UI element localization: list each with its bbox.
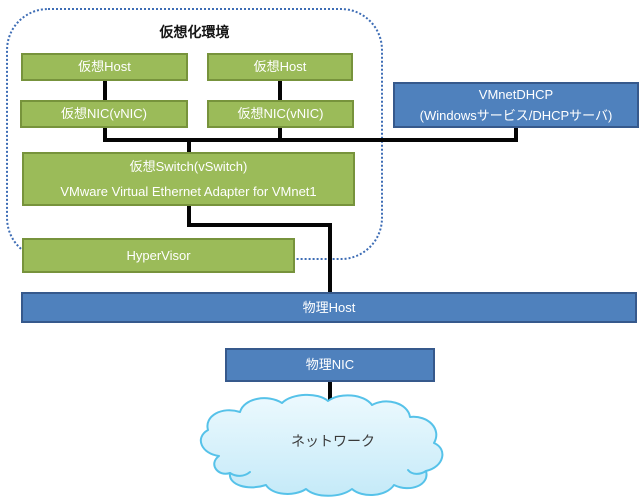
node-virtual-nic-right-label: 仮想NIC(vNIC) (237, 106, 324, 122)
node-physical-nic-label: 物理NIC (305, 357, 355, 373)
network-cloud-shape (199, 393, 444, 497)
virtualization-env-title: 仮想化環境 (159, 24, 230, 40)
node-hypervisor-label: HyperVisor (126, 247, 191, 263)
node-virtual-host-left-label: 仮想Host (78, 59, 131, 75)
node-virtual-switch: 仮想Switch(vSwitch) VMware Virtual Etherne… (22, 152, 355, 206)
node-vmnet-dhcp-subtitle: (Windowsサービス/DHCPサーバ) (419, 108, 613, 123)
cloud-inner-curl-left (229, 471, 251, 477)
connector-elbow-horizontal (187, 223, 332, 227)
node-virtual-switch-subtitle: VMware Virtual Ethernet Adapter for VMne… (60, 184, 317, 199)
connector-vhost-left-to-vnic-left (103, 81, 107, 100)
connector-vhost-right-to-vnic-right (278, 81, 282, 100)
connector-vswitch-down (187, 204, 191, 227)
node-virtual-nic-right: 仮想NIC(vNIC) (207, 100, 354, 128)
cloud-inner-curl-right (407, 469, 427, 475)
connector-dhcp-to-bus (514, 128, 518, 140)
node-vmnet-dhcp-title: VMnetDHCP (478, 87, 554, 102)
node-physical-host: 物理Host (21, 292, 637, 323)
connector-bus-horizontal (103, 138, 518, 142)
node-virtual-nic-left: 仮想NIC(vNIC) (20, 100, 188, 128)
node-virtual-nic-left-label: 仮想NIC(vNIC) (61, 106, 147, 122)
node-virtual-host-left: 仮想Host (21, 53, 188, 81)
connector-elbow-to-physical-host (328, 223, 332, 292)
network-cloud-label: ネットワーク (291, 433, 375, 449)
connector-vnic-left-to-bus (103, 128, 107, 140)
connector-bus-to-vswitch (187, 140, 191, 152)
node-physical-nic: 物理NIC (225, 348, 435, 382)
node-virtual-switch-title: 仮想Switch(vSwitch) (129, 159, 248, 174)
connector-vnic-right-to-bus (278, 128, 282, 140)
node-virtual-host-right: 仮想Host (207, 53, 353, 81)
node-hypervisor: HyperVisor (22, 238, 295, 273)
node-vmnet-dhcp: VMnetDHCP (Windowsサービス/DHCPサーバ) (393, 82, 639, 128)
node-virtual-host-right-label: 仮想Host (253, 59, 307, 75)
node-physical-host-label: 物理Host (302, 299, 356, 315)
connector-nic-to-cloud (328, 380, 332, 406)
